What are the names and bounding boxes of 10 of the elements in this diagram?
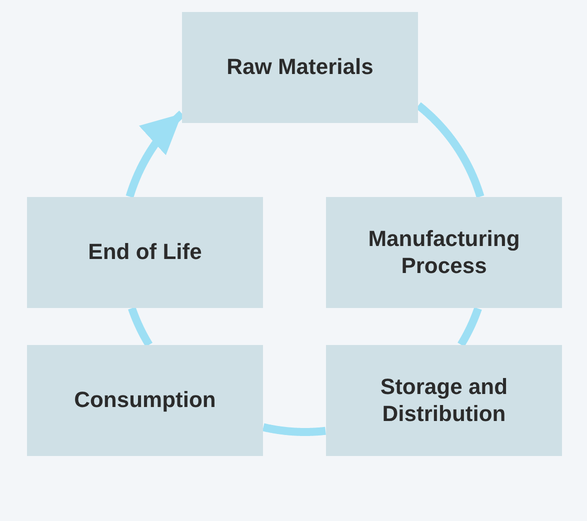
- process-box: [182, 12, 418, 123]
- process-box: [27, 345, 263, 456]
- process-box: [326, 197, 562, 308]
- box-label: Storage and Distribution: [379, 374, 509, 427]
- process-box: [326, 345, 562, 456]
- box-label: Consumption: [74, 387, 216, 414]
- box-label: Raw Materials: [226, 54, 374, 81]
- box-label: Manufacturing Process: [367, 226, 521, 279]
- process-box: [27, 197, 263, 308]
- box-label: End of Life: [88, 239, 202, 266]
